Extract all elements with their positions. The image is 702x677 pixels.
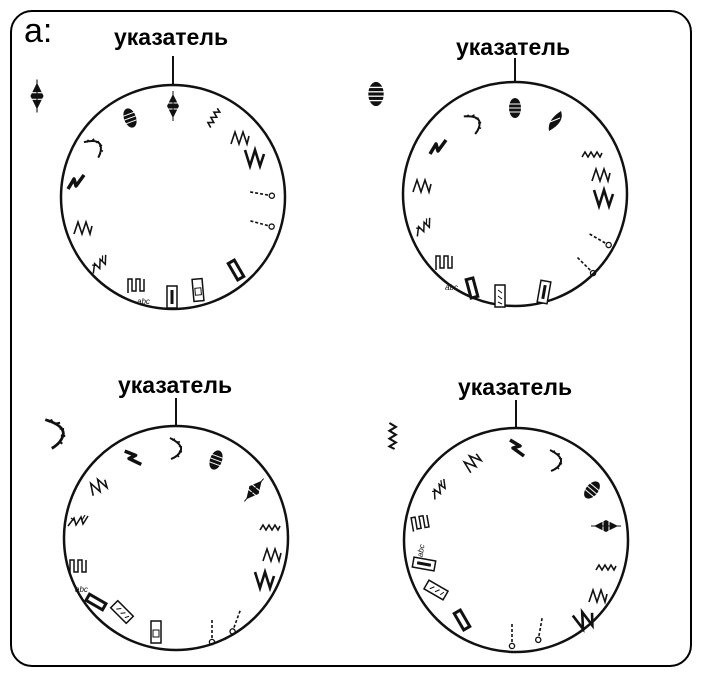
buttonhole-sequence-icon (137, 297, 150, 306)
buttonhole-c-icon (191, 277, 205, 303)
round-satin-icon (367, 81, 385, 107)
oval-satin-icon (508, 97, 522, 119)
figure-label: a: (24, 12, 53, 50)
dial-2 (367, 58, 629, 308)
pointer-label-dial-1: указатель (114, 24, 229, 50)
pointer-label-dial-2: указатель (456, 34, 571, 60)
satin-leaf-icon (29, 78, 45, 114)
buttonhole-sequence-icon (75, 585, 88, 594)
buttonhole-b-icon (494, 284, 506, 308)
buttonhole-a-icon (166, 285, 178, 309)
dial-4 (388, 400, 630, 654)
narrow-zigzag-icon (388, 421, 397, 451)
figure-frame (10, 10, 692, 667)
buttonhole-c-icon (150, 620, 162, 644)
dial-1 (29, 56, 287, 311)
pointer-label-dial-4: указатель (458, 374, 573, 400)
dial-3 (43, 398, 290, 652)
buttonhole-sequence-icon (445, 283, 458, 292)
scallop-icon (43, 415, 69, 451)
pointer-label-dial-3: указатель (118, 372, 233, 398)
